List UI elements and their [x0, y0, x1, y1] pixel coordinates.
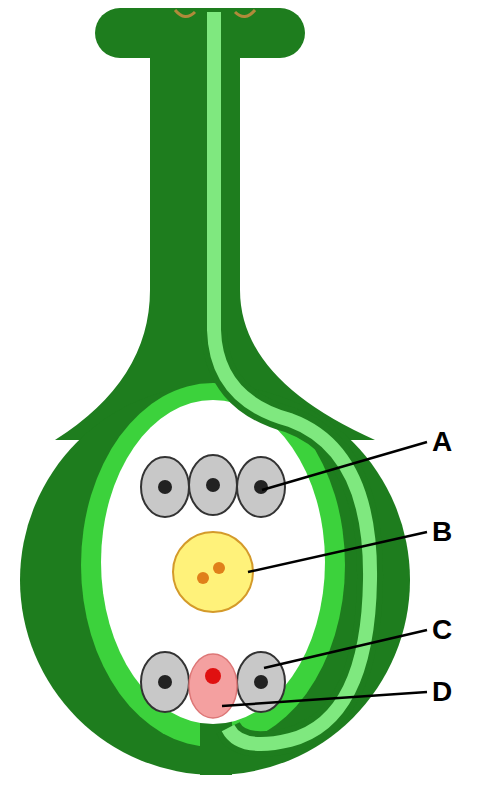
pollen-tube — [214, 12, 370, 744]
callout-letter: D — [432, 678, 452, 706]
central-cell — [173, 532, 253, 612]
egg-apparatus — [141, 652, 285, 718]
callout-letter: C — [432, 616, 452, 644]
callout-letter: B — [432, 518, 452, 546]
ovary-wall — [20, 385, 410, 775]
callout-letter: A — [432, 428, 452, 456]
leader-lines — [222, 442, 427, 706]
antipodal-cells — [141, 455, 285, 517]
pollen-tube-outline — [214, 12, 370, 744]
